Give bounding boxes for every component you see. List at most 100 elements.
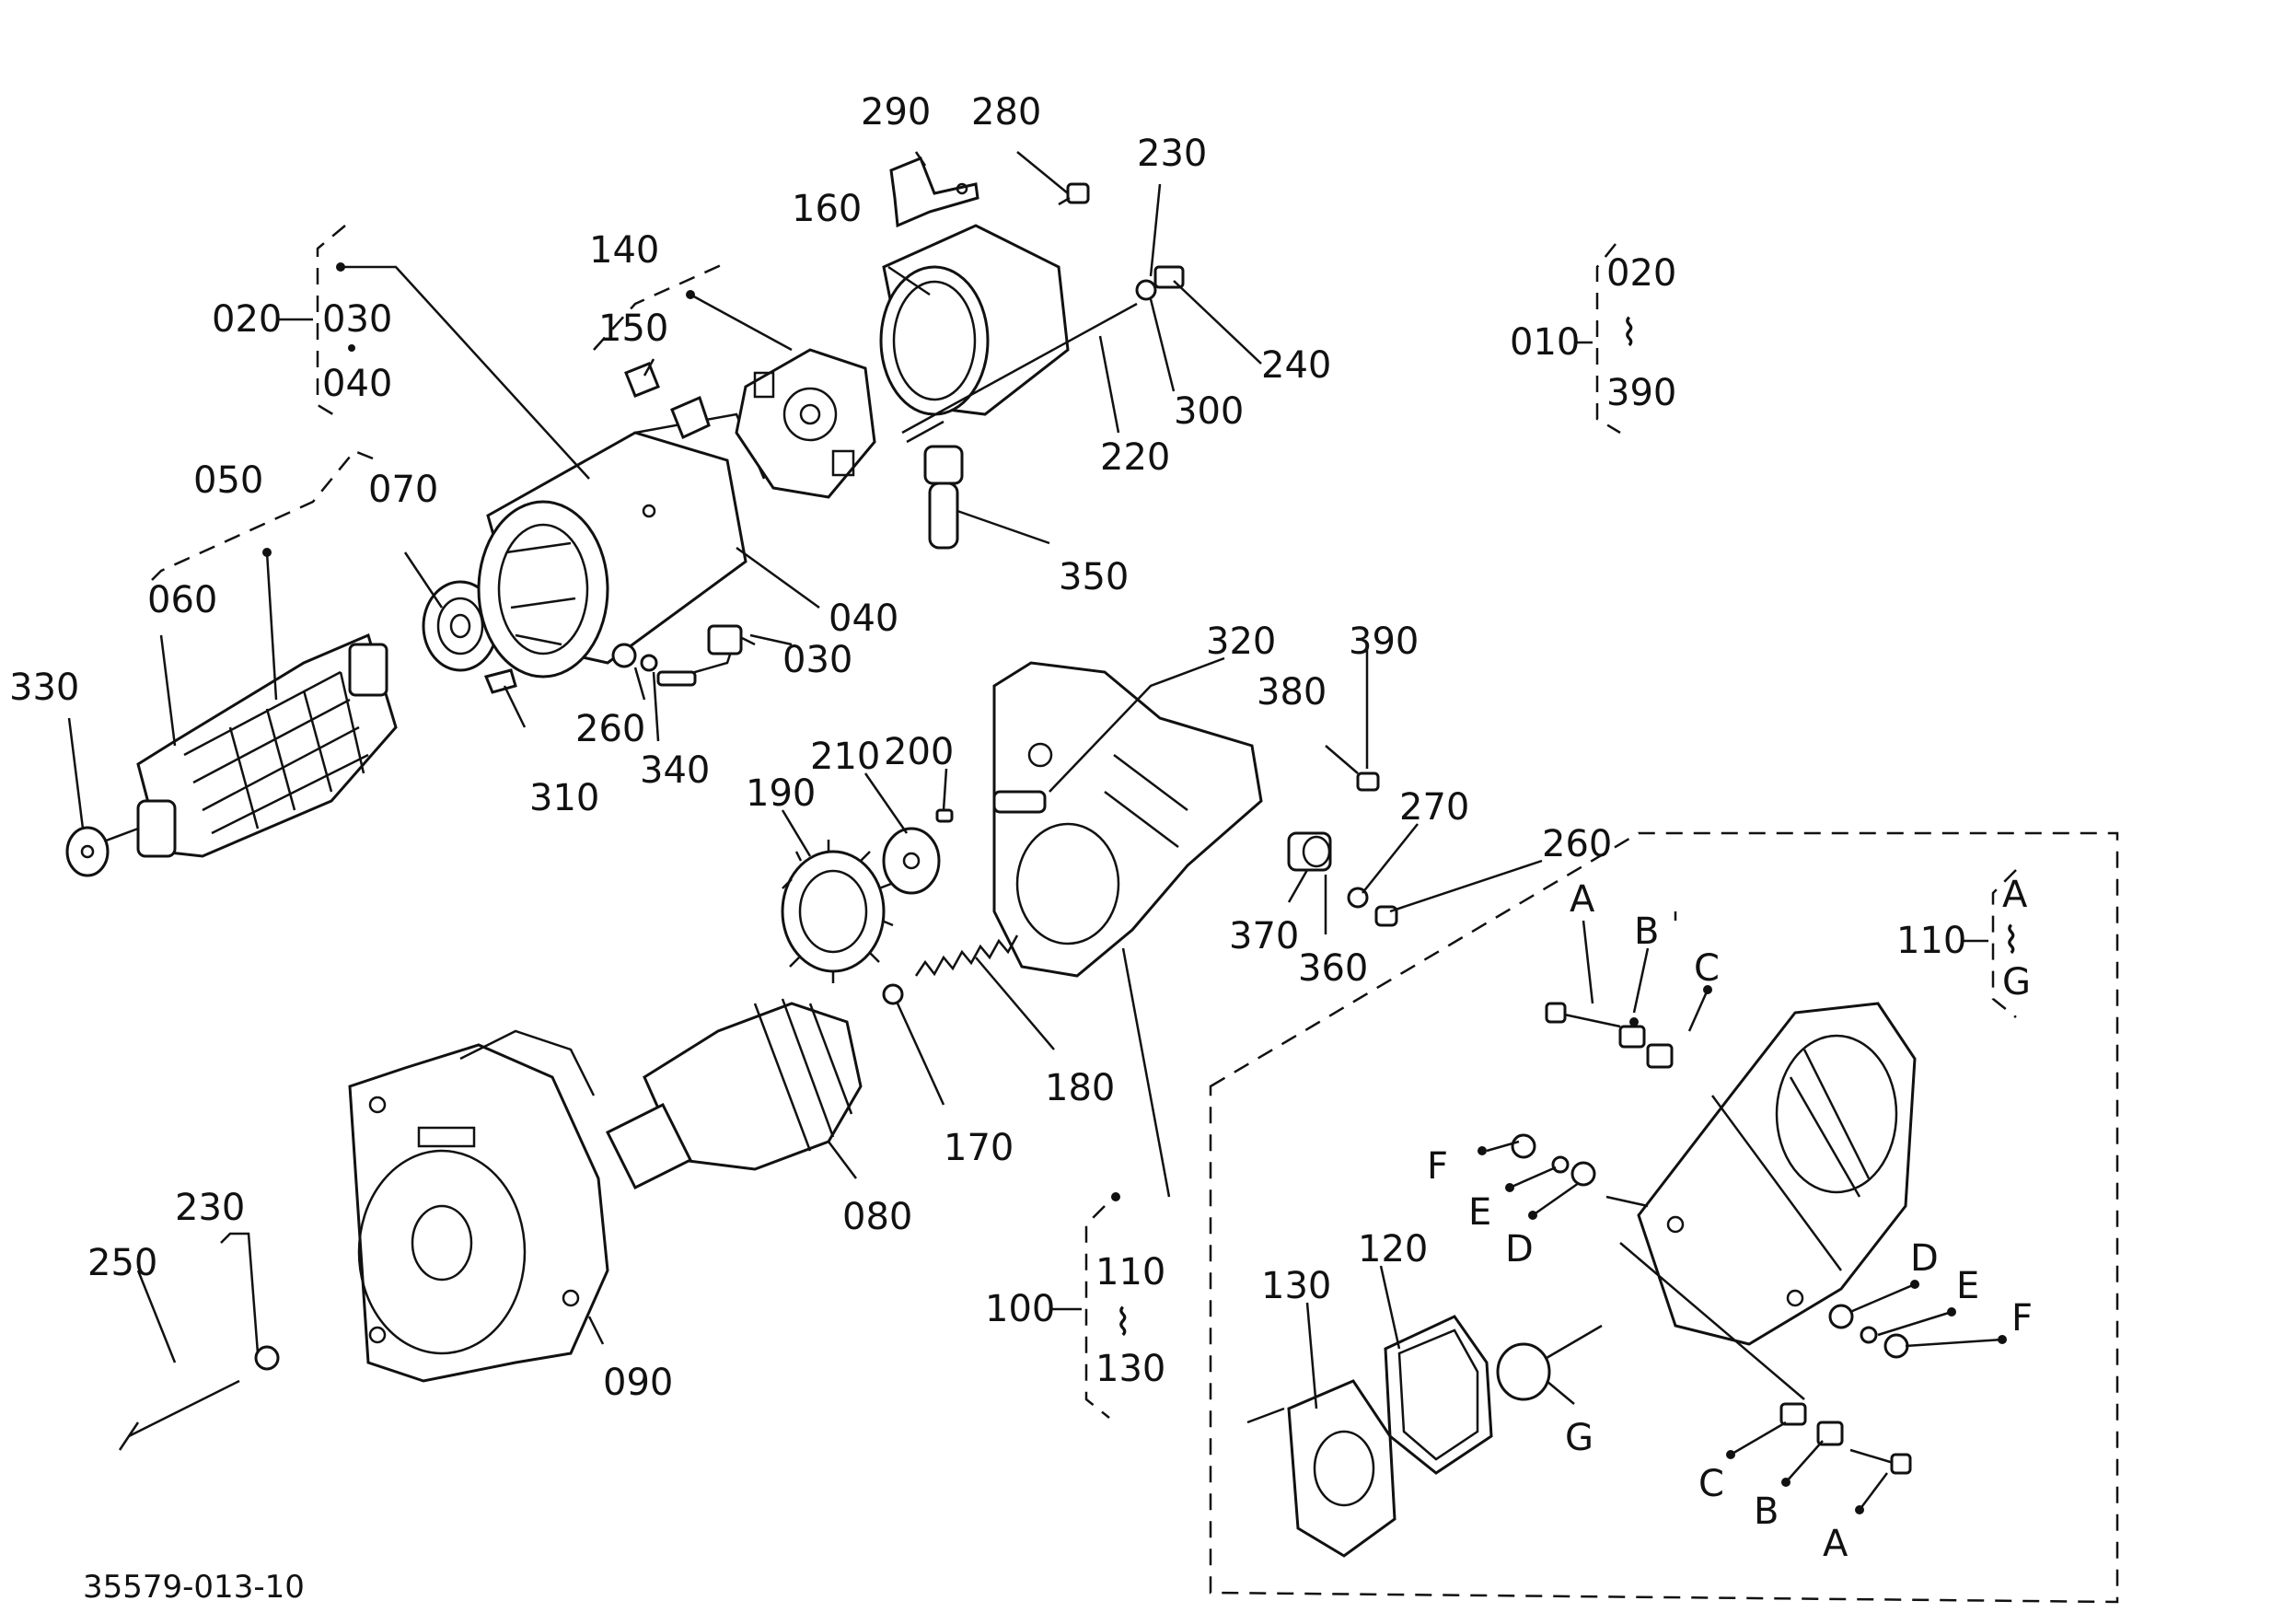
label-390: 390 bbox=[1349, 621, 1419, 663]
label-180: 180 bbox=[1045, 1067, 1115, 1109]
inset-fasteners bbox=[1246, 1002, 1912, 1475]
letter-B-top: B bbox=[1634, 911, 1659, 953]
label-360: 360 bbox=[1298, 947, 1368, 990]
armature-part bbox=[100, 632, 398, 858]
label-150: 150 bbox=[598, 307, 668, 350]
label-370: 370 bbox=[1229, 915, 1299, 957]
label-030-range: 030 bbox=[322, 298, 392, 341]
label-310: 310 bbox=[529, 777, 599, 819]
letter-C-bottom: C bbox=[1698, 1463, 1724, 1505]
mounting-bolt-part bbox=[118, 1345, 280, 1451]
label-230-b: 230 bbox=[175, 1187, 245, 1229]
boot-part bbox=[923, 445, 964, 550]
bracket-050 bbox=[151, 449, 378, 581]
label-330: 330 bbox=[9, 667, 79, 709]
pinion-part bbox=[605, 998, 863, 1190]
label-250: 250 bbox=[87, 1242, 157, 1284]
label-220: 220 bbox=[1100, 436, 1170, 479]
gear-part bbox=[781, 840, 894, 983]
bracket-010 bbox=[1595, 243, 1621, 435]
label-090: 090 bbox=[603, 1362, 673, 1404]
alt-housing-part bbox=[1637, 1002, 1917, 1346]
label-160: 160 bbox=[792, 188, 862, 230]
label-040-range: 040 bbox=[322, 363, 392, 405]
label-190: 190 bbox=[746, 772, 816, 815]
label-030: 030 bbox=[782, 639, 852, 681]
key-part bbox=[935, 808, 954, 823]
coupling-part bbox=[882, 827, 941, 895]
label-320: 320 bbox=[1206, 621, 1276, 663]
label-A-range: A bbox=[2002, 874, 2028, 916]
label-260-b: 260 bbox=[1542, 823, 1612, 865]
yoke-part bbox=[477, 412, 766, 679]
drive-housing-part bbox=[348, 1029, 609, 1383]
bracket-140 bbox=[593, 261, 728, 351]
letter-D-right: D bbox=[1910, 1237, 1939, 1280]
label-300: 300 bbox=[1174, 390, 1244, 433]
range-sep-100: ⌇ bbox=[1114, 1302, 1132, 1344]
brush-holder-part bbox=[735, 348, 876, 499]
label-020: 020 bbox=[212, 298, 282, 341]
label-020-range: 020 bbox=[1606, 252, 1676, 295]
label-120: 120 bbox=[1358, 1228, 1428, 1270]
rear-cover-part bbox=[879, 224, 1070, 416]
label-010: 010 bbox=[1510, 321, 1580, 364]
label-340: 340 bbox=[640, 749, 710, 792]
label-200: 200 bbox=[884, 731, 954, 773]
letter-A-bottom: A bbox=[1823, 1523, 1848, 1565]
through-bolt-part bbox=[901, 302, 1138, 435]
label-350: 350 bbox=[1059, 556, 1129, 598]
label-140: 140 bbox=[589, 229, 659, 272]
label-080: 080 bbox=[842, 1196, 912, 1238]
label-070: 070 bbox=[368, 469, 438, 511]
label-110: 110 bbox=[1896, 920, 1966, 962]
label-060: 060 bbox=[147, 579, 217, 621]
range-sep-110: ⌇ bbox=[2002, 920, 2021, 962]
bracket-100 bbox=[1084, 1205, 1110, 1419]
screw-part bbox=[1058, 182, 1090, 206]
label-100: 100 bbox=[985, 1288, 1055, 1330]
label-390-range: 390 bbox=[1606, 372, 1676, 414]
label-050: 050 bbox=[193, 459, 263, 502]
cover-plate-part bbox=[1287, 1379, 1396, 1558]
brush-spring-part bbox=[624, 362, 660, 398]
clip-part bbox=[483, 668, 517, 694]
letter-A-top: A bbox=[1570, 878, 1595, 921]
label-G-range: G bbox=[2002, 961, 2031, 1003]
spring-part bbox=[914, 934, 1019, 977]
bracket-110 bbox=[1991, 869, 2017, 1018]
label-260-a: 260 bbox=[575, 708, 645, 750]
label-280: 280 bbox=[971, 91, 1041, 133]
letter-E-right: E bbox=[1956, 1265, 1979, 1307]
label-270: 270 bbox=[1399, 786, 1469, 829]
label-130: 130 bbox=[1261, 1265, 1331, 1307]
label-130-range: 130 bbox=[1095, 1348, 1165, 1390]
label-240: 240 bbox=[1261, 344, 1331, 387]
plunger-part bbox=[1496, 1324, 1603, 1401]
drawing-code: 35579-013-10 bbox=[83, 1569, 305, 1606]
letter-E-left: E bbox=[1468, 1191, 1491, 1234]
label-170: 170 bbox=[944, 1127, 1014, 1169]
ball-part bbox=[882, 983, 904, 1005]
label-380: 380 bbox=[1257, 671, 1327, 713]
range-sep-010: ⌇ bbox=[1620, 312, 1639, 354]
lead-wire-part bbox=[611, 624, 756, 687]
leader-lines bbox=[67, 151, 2007, 1514]
label-040: 040 bbox=[829, 597, 898, 640]
letter-C-top: C bbox=[1694, 947, 1720, 990]
bracket-020 bbox=[316, 225, 346, 421]
label-210: 210 bbox=[810, 736, 880, 778]
letter-B-bottom: B bbox=[1754, 1491, 1779, 1533]
label-230-a: 230 bbox=[1137, 133, 1207, 175]
letter-D-left: D bbox=[1505, 1228, 1534, 1270]
label-110-range: 110 bbox=[1095, 1251, 1165, 1293]
letter-G: G bbox=[1565, 1417, 1593, 1459]
terminal-parts bbox=[1287, 771, 1398, 927]
inset-frame bbox=[1209, 831, 2119, 1604]
label-290: 290 bbox=[861, 91, 931, 133]
gasket-part bbox=[1384, 1315, 1493, 1475]
plate-part bbox=[889, 157, 979, 228]
thrust-washer-part bbox=[65, 826, 110, 877]
letter-F-left: F bbox=[1427, 1145, 1448, 1188]
